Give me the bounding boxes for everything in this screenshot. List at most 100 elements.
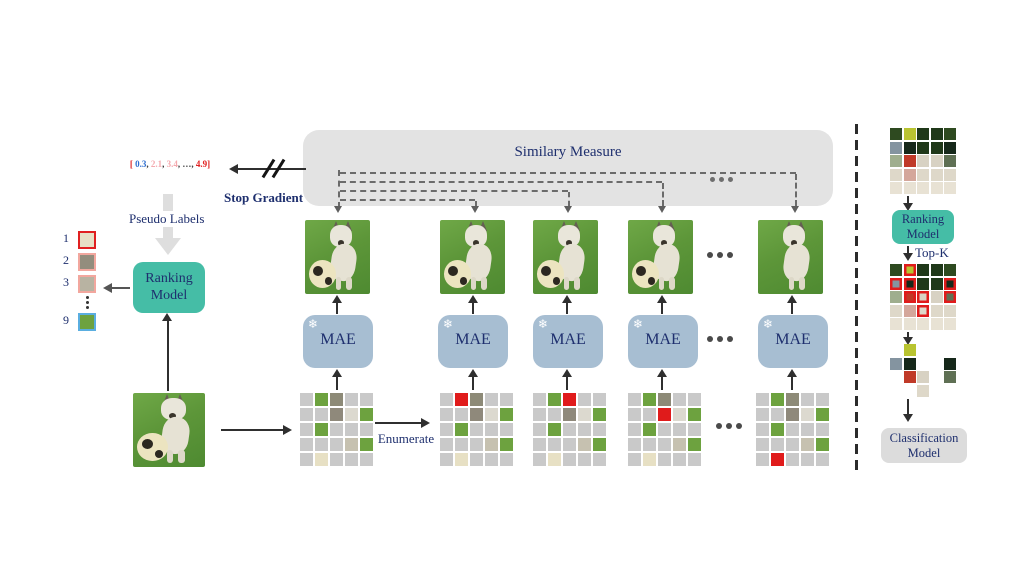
patch-cell bbox=[771, 408, 784, 421]
patch-cell bbox=[345, 438, 358, 451]
dog-drawing-part bbox=[573, 276, 580, 291]
dog-drawing-part bbox=[788, 276, 795, 291]
patch-cell bbox=[786, 438, 799, 451]
ellipsis-icon bbox=[716, 423, 742, 429]
patch-cell bbox=[903, 277, 916, 290]
dog-drawing-part bbox=[565, 239, 572, 246]
patch-cell bbox=[578, 393, 591, 406]
patch-cell bbox=[930, 182, 943, 194]
dog-drawing-part bbox=[790, 239, 797, 246]
patch-cell bbox=[548, 408, 561, 421]
patch-cell bbox=[548, 438, 561, 451]
patch-cell bbox=[300, 423, 313, 436]
patch-cell bbox=[944, 141, 956, 154]
patch-cell bbox=[300, 438, 313, 451]
ranking-model-box: Ranking Model bbox=[133, 262, 205, 313]
pseudo-labels-arrowhead-icon bbox=[155, 238, 181, 255]
patch-cell bbox=[315, 408, 328, 421]
score-token: , bbox=[162, 159, 167, 169]
patch-cell bbox=[440, 423, 453, 436]
patch-cell bbox=[470, 423, 483, 436]
patch-cell bbox=[563, 438, 576, 451]
patch-cell bbox=[563, 393, 576, 406]
patch-cell bbox=[903, 128, 916, 140]
enumerate-label: Enumerate bbox=[377, 431, 435, 446]
patch-cell bbox=[455, 438, 468, 451]
score-token: ] bbox=[207, 159, 211, 169]
score-token: , bbox=[146, 159, 151, 169]
dashed-arrowhead-icon bbox=[564, 206, 572, 213]
reconstructed-image-3 bbox=[533, 220, 598, 294]
right-patch-grid-full bbox=[890, 128, 956, 194]
patch-cell bbox=[890, 155, 902, 167]
patch-cell bbox=[816, 393, 829, 406]
patch-cell bbox=[533, 393, 546, 406]
patch-cell bbox=[816, 438, 829, 451]
dog-drawing-part bbox=[472, 239, 479, 246]
patch-cell bbox=[345, 393, 358, 406]
snowflake-icon: ❄ bbox=[763, 317, 774, 331]
dog-drawing-part bbox=[470, 276, 477, 291]
arrow-mae-to-image bbox=[661, 301, 663, 314]
patch-cell bbox=[533, 453, 546, 466]
arrow-mae-to-image bbox=[566, 301, 568, 314]
patch-cell bbox=[930, 141, 943, 154]
mae-label: MAE bbox=[320, 331, 356, 348]
patch-cell bbox=[455, 423, 468, 436]
score-token: 0.3 bbox=[135, 159, 147, 169]
patch-cell bbox=[771, 453, 784, 466]
patch-cell bbox=[890, 182, 902, 194]
patch-cell bbox=[533, 423, 546, 436]
patch-cell bbox=[786, 423, 799, 436]
dog-drawing-part bbox=[345, 276, 352, 291]
classification-label-line1: Classification bbox=[889, 430, 959, 445]
patch-cell bbox=[930, 277, 943, 290]
patch-cell bbox=[628, 393, 641, 406]
patch-cell bbox=[917, 371, 929, 383]
patch-cell bbox=[485, 393, 498, 406]
patch-cell bbox=[628, 438, 641, 451]
patch-cell bbox=[890, 141, 902, 154]
dashed-connector bbox=[795, 174, 797, 206]
arrow-topk-to-sparse bbox=[907, 332, 909, 339]
rank-number: 3 bbox=[63, 275, 69, 289]
rank-number: 1 bbox=[63, 231, 69, 245]
arrow-image-to-patches bbox=[221, 429, 285, 431]
patch-cell bbox=[360, 393, 373, 406]
patch-cell bbox=[658, 423, 671, 436]
patch-cell bbox=[903, 344, 916, 356]
mae-box-1: ❄ MAE bbox=[303, 315, 373, 368]
patch-cell bbox=[360, 453, 373, 466]
similarity-measure-title: Similary Measure bbox=[514, 144, 622, 160]
dog-drawing-part bbox=[631, 259, 660, 289]
score-token: 2.1 bbox=[150, 159, 163, 169]
patch-grid-5 bbox=[756, 393, 829, 466]
arrowhead-icon bbox=[903, 253, 913, 261]
patch-cell bbox=[315, 393, 328, 406]
patch-cell bbox=[816, 408, 829, 421]
patch-cell bbox=[801, 423, 814, 436]
patch-cell bbox=[688, 393, 701, 406]
patch-cell bbox=[903, 291, 916, 303]
patch-cell bbox=[345, 453, 358, 466]
patch-cell bbox=[548, 423, 561, 436]
dog-drawing-part bbox=[344, 220, 352, 231]
patch-cell bbox=[944, 291, 956, 303]
dog-drawing-part bbox=[465, 225, 488, 248]
patch-cell bbox=[533, 408, 546, 421]
patch-cell bbox=[455, 453, 468, 466]
dog-drawing-part bbox=[479, 220, 487, 231]
dog-drawing-part bbox=[798, 276, 805, 291]
arrow-patches-to-mae bbox=[472, 375, 474, 390]
snowflake-icon: ❄ bbox=[633, 317, 644, 331]
patch-cell bbox=[593, 393, 606, 406]
arrowhead-icon bbox=[103, 283, 112, 293]
patch-cell bbox=[756, 393, 769, 406]
patch-cell bbox=[643, 438, 656, 451]
patch-cell bbox=[658, 438, 671, 451]
patch-cell bbox=[890, 168, 902, 181]
patch-cell bbox=[756, 453, 769, 466]
patch-cell bbox=[917, 384, 929, 397]
ranking-model-label-line2: Model bbox=[150, 287, 188, 303]
